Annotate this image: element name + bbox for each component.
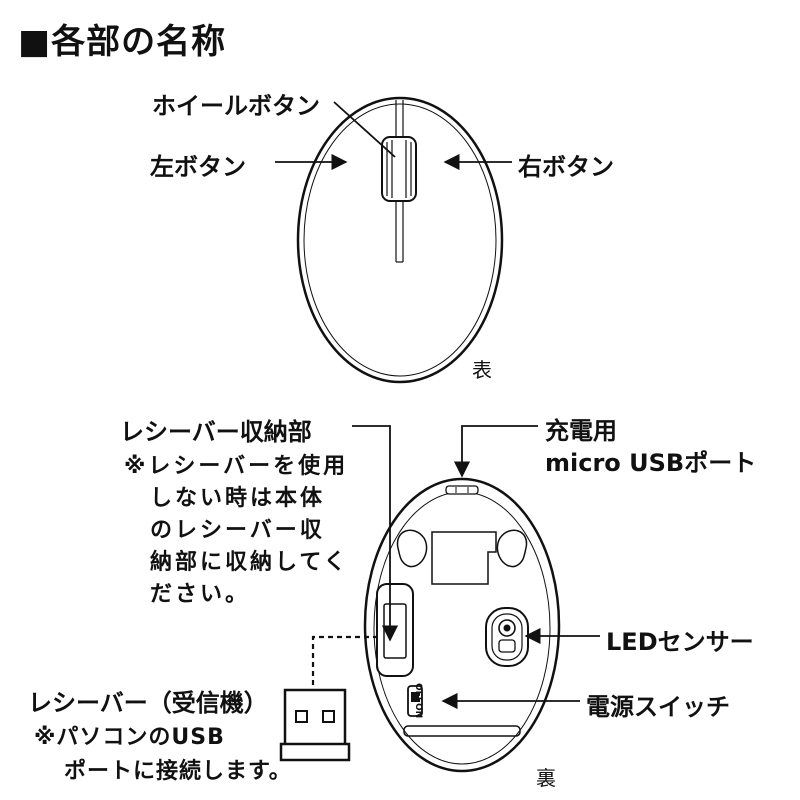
bottom-slide-pad xyxy=(403,725,521,737)
wheel-button-label: ホイールボタン xyxy=(152,92,320,120)
mouse-bottom-outline xyxy=(363,477,561,773)
bottom-view-caption: 裏 xyxy=(536,766,556,790)
receiver-note-2: ポートに接続します。 xyxy=(64,759,292,784)
mouse-top-view xyxy=(296,96,504,384)
receiver-storage-note-1: ※レシーバーを使用 xyxy=(124,454,349,479)
switch-on-label: ON xyxy=(413,703,423,719)
charging-port-leader xyxy=(453,425,538,478)
receiver-storage-label: レシーバー収納部 xyxy=(120,418,312,446)
switch-off-label: OFF xyxy=(413,683,423,703)
mouse-top-outline xyxy=(296,96,504,384)
charging-port-label-line2: micro USBポート xyxy=(545,449,757,477)
receiver-storage-note-3: のレシーバー収 xyxy=(150,518,325,543)
led-sensor-label: LEDセンサー xyxy=(606,628,754,656)
rubber-foot-left xyxy=(396,529,428,568)
charging-port-label-line1: 充電用 xyxy=(545,417,617,445)
usb-receiver-drawing xyxy=(279,688,351,762)
receiver-slot xyxy=(376,583,414,677)
power-switch xyxy=(407,685,423,717)
micro-usb-port xyxy=(445,485,479,495)
receiver-dotted-leader xyxy=(311,635,376,685)
right-button-label: 右ボタン xyxy=(518,153,614,181)
left-button-label: 左ボタン xyxy=(150,153,246,181)
receiver-storage-leader xyxy=(352,425,399,642)
top-view-caption: 表 xyxy=(472,358,492,382)
mouse-top-inner-outline xyxy=(303,103,497,377)
receiver-storage-note-4: 納部に収納してく xyxy=(150,550,349,575)
mouse-bottom-view xyxy=(363,477,561,773)
power-switch-label: 電源スイッチ xyxy=(586,693,730,721)
receiver-label: レシーバー（受信機） xyxy=(28,689,268,717)
receiver-storage-note-2: しない時は本体 xyxy=(150,486,326,511)
mouse-bottom-inner-outline xyxy=(373,491,551,765)
receiver-note-1: ※パソコンのUSB xyxy=(34,725,225,750)
scroll-wheel xyxy=(381,136,417,202)
receiver-storage-note-5: ださい。 xyxy=(150,582,251,607)
rubber-foot-right xyxy=(496,529,528,568)
wheel-button-leader xyxy=(333,101,396,158)
page-title: ■各部の名称 xyxy=(18,22,227,62)
label-plate xyxy=(431,531,497,585)
led-sensor xyxy=(485,607,529,667)
